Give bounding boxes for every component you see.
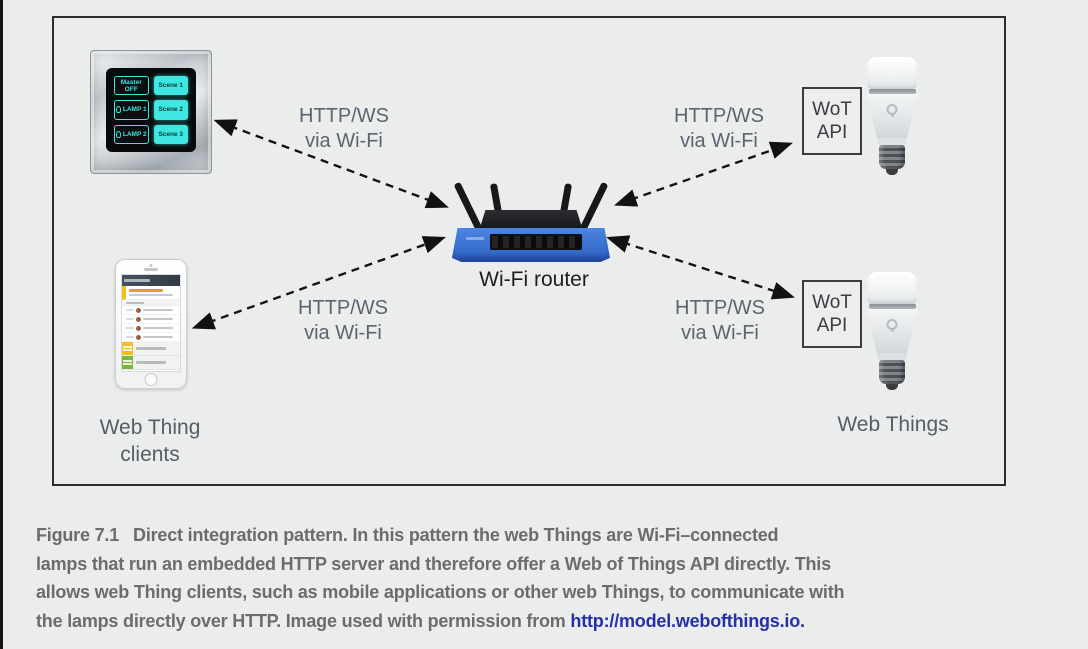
scene3-button: Scene 3 — [153, 124, 188, 144]
dashed-arrow-router-bottom-wot — [606, 235, 795, 300]
bulb-cap — [867, 57, 917, 89]
link-medium: via Wi-Fi — [305, 130, 383, 152]
bulb-ring — [868, 89, 916, 94]
phone-earpiece — [144, 268, 158, 271]
link-protocol: HTTP/WS — [299, 105, 389, 127]
dashed-arrows-layer — [191, 119, 795, 330]
phone-app-list-item — [122, 306, 180, 315]
avatar — [136, 307, 141, 313]
phone-app-yellow-tile — [122, 342, 180, 356]
wot-api-box-top: WoT API — [802, 87, 862, 155]
scene1-label: Scene 1 — [158, 82, 184, 90]
smartphone-device — [115, 259, 187, 389]
avatar — [136, 334, 141, 340]
phone-app-list-item — [122, 333, 180, 342]
scene2-label: Scene 2 — [158, 106, 184, 114]
link-protocol: HTTP/WS — [675, 297, 765, 319]
link-medium: via Wi-Fi — [680, 130, 758, 152]
webofthings-link[interactable]: http://model.webofthings.io. — [570, 610, 805, 631]
router-label: Wi-Fi router — [479, 268, 589, 291]
wot-api-label: WoT — [812, 99, 852, 120]
router-logo — [466, 237, 484, 240]
bulb-ring — [868, 304, 916, 309]
caption-line-3: allows web Thing clients, such as mobile… — [36, 582, 845, 602]
lamp1-label: LAMP 1 — [122, 106, 147, 114]
dashed-arrow-router-top-wot — [614, 141, 793, 207]
bulb-body — [866, 94, 918, 138]
wot-api-label: WoT — [812, 292, 852, 313]
bulb-tip — [886, 169, 898, 175]
bulb-neck — [877, 353, 907, 360]
scene1-button: Scene 1 — [153, 76, 188, 96]
bulb-cap — [867, 272, 917, 304]
web-thing-clients-label: Web Thing clients — [99, 416, 201, 466]
link-label-bottom-left: HTTP/WS via Wi-Fi — [283, 296, 403, 346]
bulb-logo-icon — [886, 104, 898, 115]
bulb-screw-base — [879, 360, 905, 384]
dashed-arrow-phone-router — [191, 236, 446, 330]
scene2-button: Scene 2 — [153, 100, 188, 120]
phone-camera-dot — [149, 264, 153, 267]
bulb-screw-base — [879, 145, 905, 169]
link-protocol: HTTP/WS — [674, 105, 764, 127]
phone-app-header — [122, 275, 180, 286]
bulb-icon — [115, 106, 121, 114]
link-medium: via Wi-Fi — [304, 322, 382, 344]
wot-api-box-bottom: WoT API — [802, 280, 862, 348]
scene3-label: Scene 3 — [158, 130, 184, 138]
touch-panel-device: Master OFF Scene 1 LAMP 1 Scene 2 LAMP 2 — [90, 50, 212, 174]
bulb-logo-icon — [886, 319, 898, 330]
lamp2-label: LAMP 2 — [122, 130, 147, 138]
link-label-bottom-right: HTTP/WS via Wi-Fi — [660, 296, 780, 346]
page-left-border — [0, 0, 3, 649]
phone-app-green-tile — [122, 356, 180, 370]
figure-number: Figure 7.1 — [36, 525, 120, 545]
bulb-icon — [115, 130, 121, 138]
web-things-label: Web Things — [837, 413, 949, 436]
phone-app-section-label — [122, 300, 180, 306]
phone-app-list-item — [122, 324, 180, 333]
master-off-label: Master OFF — [120, 78, 142, 93]
avatar — [136, 325, 141, 331]
lamp2-button: LAMP 2 — [114, 124, 149, 144]
link-label-top-right: HTTP/WS via Wi-Fi — [659, 104, 779, 154]
phone-app-hero-item — [122, 286, 180, 300]
wifi-router-device — [452, 178, 610, 266]
caption-line-2: lamps that run an embedded HTTP server a… — [36, 553, 831, 574]
router-ports — [490, 234, 582, 250]
phone-screen — [121, 274, 181, 372]
router-antenna — [579, 181, 609, 232]
lamp1-button: LAMP 1 — [114, 100, 149, 120]
phone-app-list-item — [122, 315, 180, 324]
smart-bulb-bottom — [860, 272, 924, 390]
link-label-top-left: HTTP/WS via Wi-Fi — [284, 104, 404, 154]
bulb-neck — [877, 138, 907, 145]
phone-home-button — [144, 373, 158, 386]
wot-api-label: API — [816, 122, 848, 143]
caption-line-4: the lamps directly over HTTP. Image used… — [36, 610, 805, 631]
wot-api-label: API — [816, 315, 848, 336]
bulb-tip — [886, 384, 898, 390]
smart-bulb-top — [860, 57, 924, 175]
link-medium: via Wi-Fi — [681, 322, 759, 344]
master-off-button: Master OFF — [114, 76, 149, 96]
avatar — [136, 316, 141, 322]
bulb-body — [866, 309, 918, 353]
link-protocol: HTTP/WS — [298, 297, 388, 319]
touch-panel-screen: Master OFF Scene 1 LAMP 1 Scene 2 LAMP 2 — [106, 68, 196, 152]
diagram-frame: Master OFF Scene 1 LAMP 1 Scene 2 LAMP 2 — [52, 16, 1006, 486]
router-antenna — [453, 181, 483, 232]
